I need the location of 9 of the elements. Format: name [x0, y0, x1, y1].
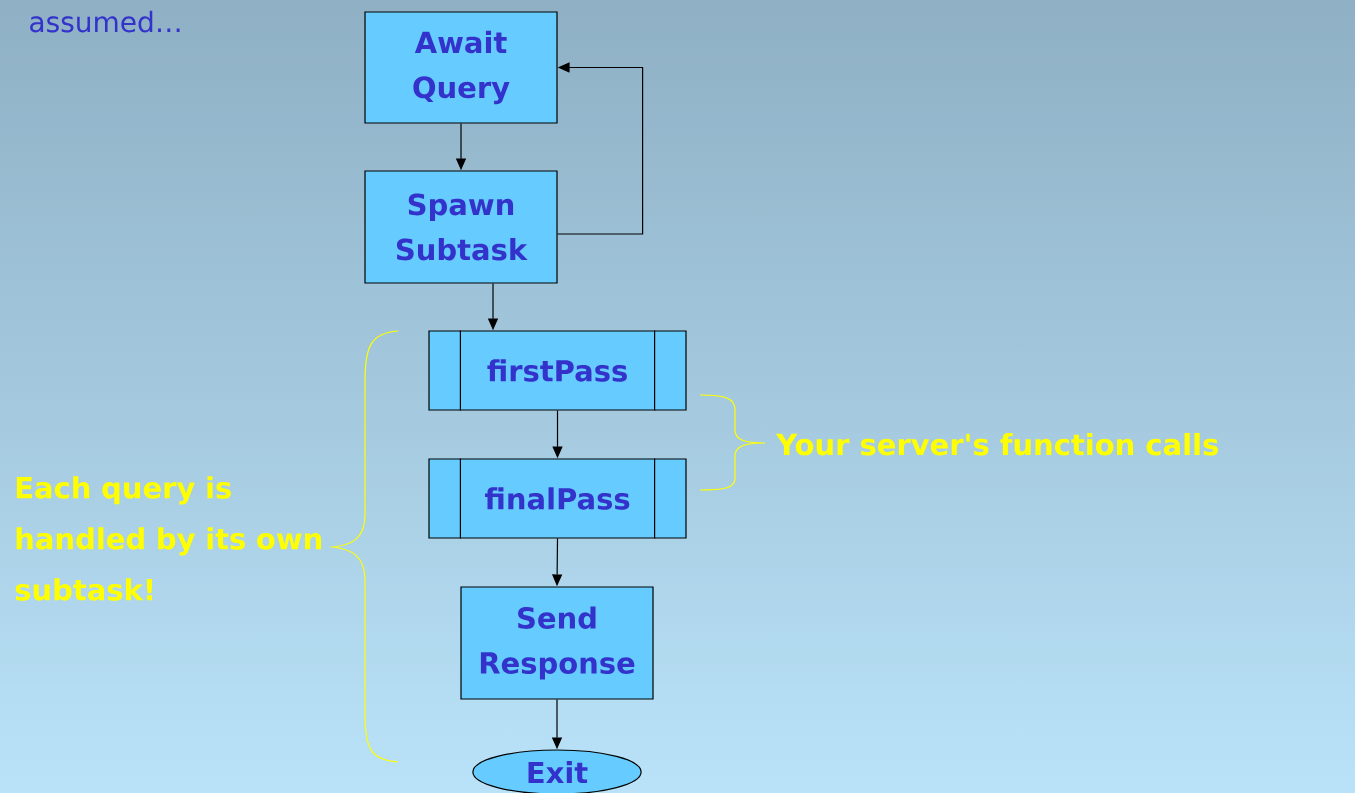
- subprocess-box: firstPass: [428, 329, 687, 412]
- arrow: [557, 62, 644, 235]
- note-text: Your server's function calls: [775, 432, 1218, 456]
- process-box: Spawn Subtask: [364, 170, 558, 284]
- process-box: Await Query: [364, 11, 558, 124]
- note-text: Each query is handled by its own subtask!: [15, 476, 321, 601]
- heading-text: assumed…: [30, 10, 180, 33]
- subprocess-box: finalPass: [428, 457, 687, 540]
- process-box: Send Response: [460, 586, 654, 700]
